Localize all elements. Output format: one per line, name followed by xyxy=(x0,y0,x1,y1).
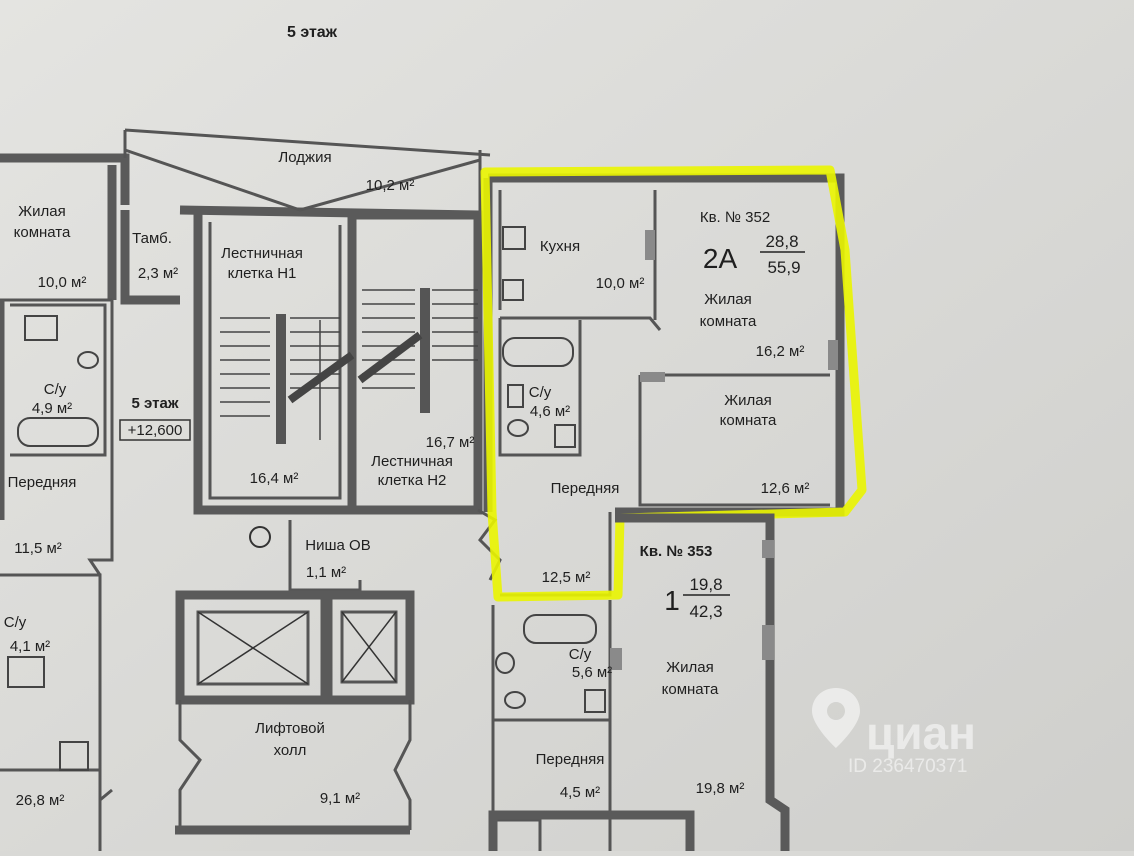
riser-circle xyxy=(249,526,271,548)
apt-352-number: Кв. № 352 xyxy=(700,209,770,226)
toilet-icon xyxy=(507,419,529,437)
sink-icon xyxy=(24,315,58,341)
elevator-shafts xyxy=(175,590,415,835)
sink-icon xyxy=(554,424,576,448)
sink-icon xyxy=(7,656,45,688)
apt-352-living-area: 28,8 xyxy=(765,232,798,251)
wall-vent xyxy=(828,340,838,370)
watermark-brand: циан xyxy=(866,707,976,759)
apt-353-room-area: 19,8 м² xyxy=(696,780,745,797)
floor-title: 5 этаж xyxy=(287,24,338,41)
washbasin-icon xyxy=(495,652,515,674)
apt-353-living-area: 19,8 xyxy=(689,575,722,594)
left-bath2-label: С/у xyxy=(4,614,27,631)
apt-353-total-area: 42,3 xyxy=(689,602,722,621)
apt-353-hall-label: Передняя xyxy=(536,751,605,768)
stair-h2-area: 16,7 м² xyxy=(426,434,475,451)
apt-352-bath-area: 4,6 м² xyxy=(530,403,570,420)
apt-353-number: Кв. № 353 xyxy=(640,543,713,560)
left-bath2-area: 4,1 м² xyxy=(10,638,50,655)
loggia-area: 10,2 м² xyxy=(366,177,415,194)
apt-352-bath-label: С/у xyxy=(529,384,552,401)
apt-353-hall-area: 4,5 м² xyxy=(560,784,600,801)
wall-vent xyxy=(610,648,622,670)
niche-label: Ниша ОВ xyxy=(305,537,370,554)
apt-352-type: 2А xyxy=(703,243,738,274)
left-room2-area: 26,8 м² xyxy=(16,792,65,809)
apt-352-room1-area: 16,2 м² xyxy=(756,343,805,360)
niche-area: 1,1 м² xyxy=(306,564,346,581)
location-pin-icon xyxy=(812,688,860,748)
vestibule-label: Тамб. xyxy=(132,230,172,247)
sink-icon xyxy=(584,689,606,713)
wall-vent xyxy=(762,625,774,660)
stove-icon xyxy=(502,226,526,250)
left-bath-label: С/у xyxy=(44,381,67,398)
bathtub-icon xyxy=(523,614,597,644)
toilet-icon xyxy=(77,351,99,369)
apt-352-total-area: 55,9 xyxy=(767,258,800,277)
apt-353-bath-label: С/у xyxy=(569,646,592,663)
apt-352-room2-area: 12,6 м² xyxy=(761,480,810,497)
washbasin-icon xyxy=(507,384,524,408)
bathtub-icon xyxy=(17,417,99,447)
apt-352-hall-label: Передняя xyxy=(551,480,620,497)
apt-353-bath-area: 5,6 м² xyxy=(572,664,612,681)
bathtub-icon xyxy=(502,337,574,367)
level-mark-box xyxy=(119,419,191,441)
vestibule-area: 2,3 м² xyxy=(138,265,178,282)
left-hall-area: 11,5 м² xyxy=(14,540,62,557)
stair-h1-area: 16,4 м² xyxy=(250,470,299,487)
wall-vent xyxy=(645,230,655,260)
left-room-area: 10,0 м² xyxy=(38,274,87,291)
toilet-icon xyxy=(504,691,526,709)
left-bath-area: 4,9 м² xyxy=(32,400,72,417)
apartment-353-walls xyxy=(491,513,790,851)
apt-352-kitchen-label: Кухня xyxy=(540,238,580,255)
kitchen-sink-icon xyxy=(502,279,524,301)
level-mark: +12,600 xyxy=(128,422,183,439)
loggia-label: Лоджия xyxy=(278,149,331,166)
apt-353-type: 1 xyxy=(664,585,680,616)
level-label: 5 этаж xyxy=(132,395,179,412)
watermark-id: ID 236470371 xyxy=(848,756,967,777)
stove-icon xyxy=(59,741,89,771)
cian-watermark: циан ID 236470371 xyxy=(812,688,976,777)
stair-h2 xyxy=(352,210,483,515)
left-hall-label: Передняя xyxy=(8,474,77,491)
wall-vent xyxy=(762,540,774,558)
wall-vent xyxy=(640,372,665,382)
stair-h1 xyxy=(193,210,357,515)
lift-hall-area: 9,1 м² xyxy=(320,790,360,807)
apt-352-hall-area: 12,5 м² xyxy=(542,569,591,586)
apt-352-kitchen-area: 10,0 м² xyxy=(596,275,645,292)
